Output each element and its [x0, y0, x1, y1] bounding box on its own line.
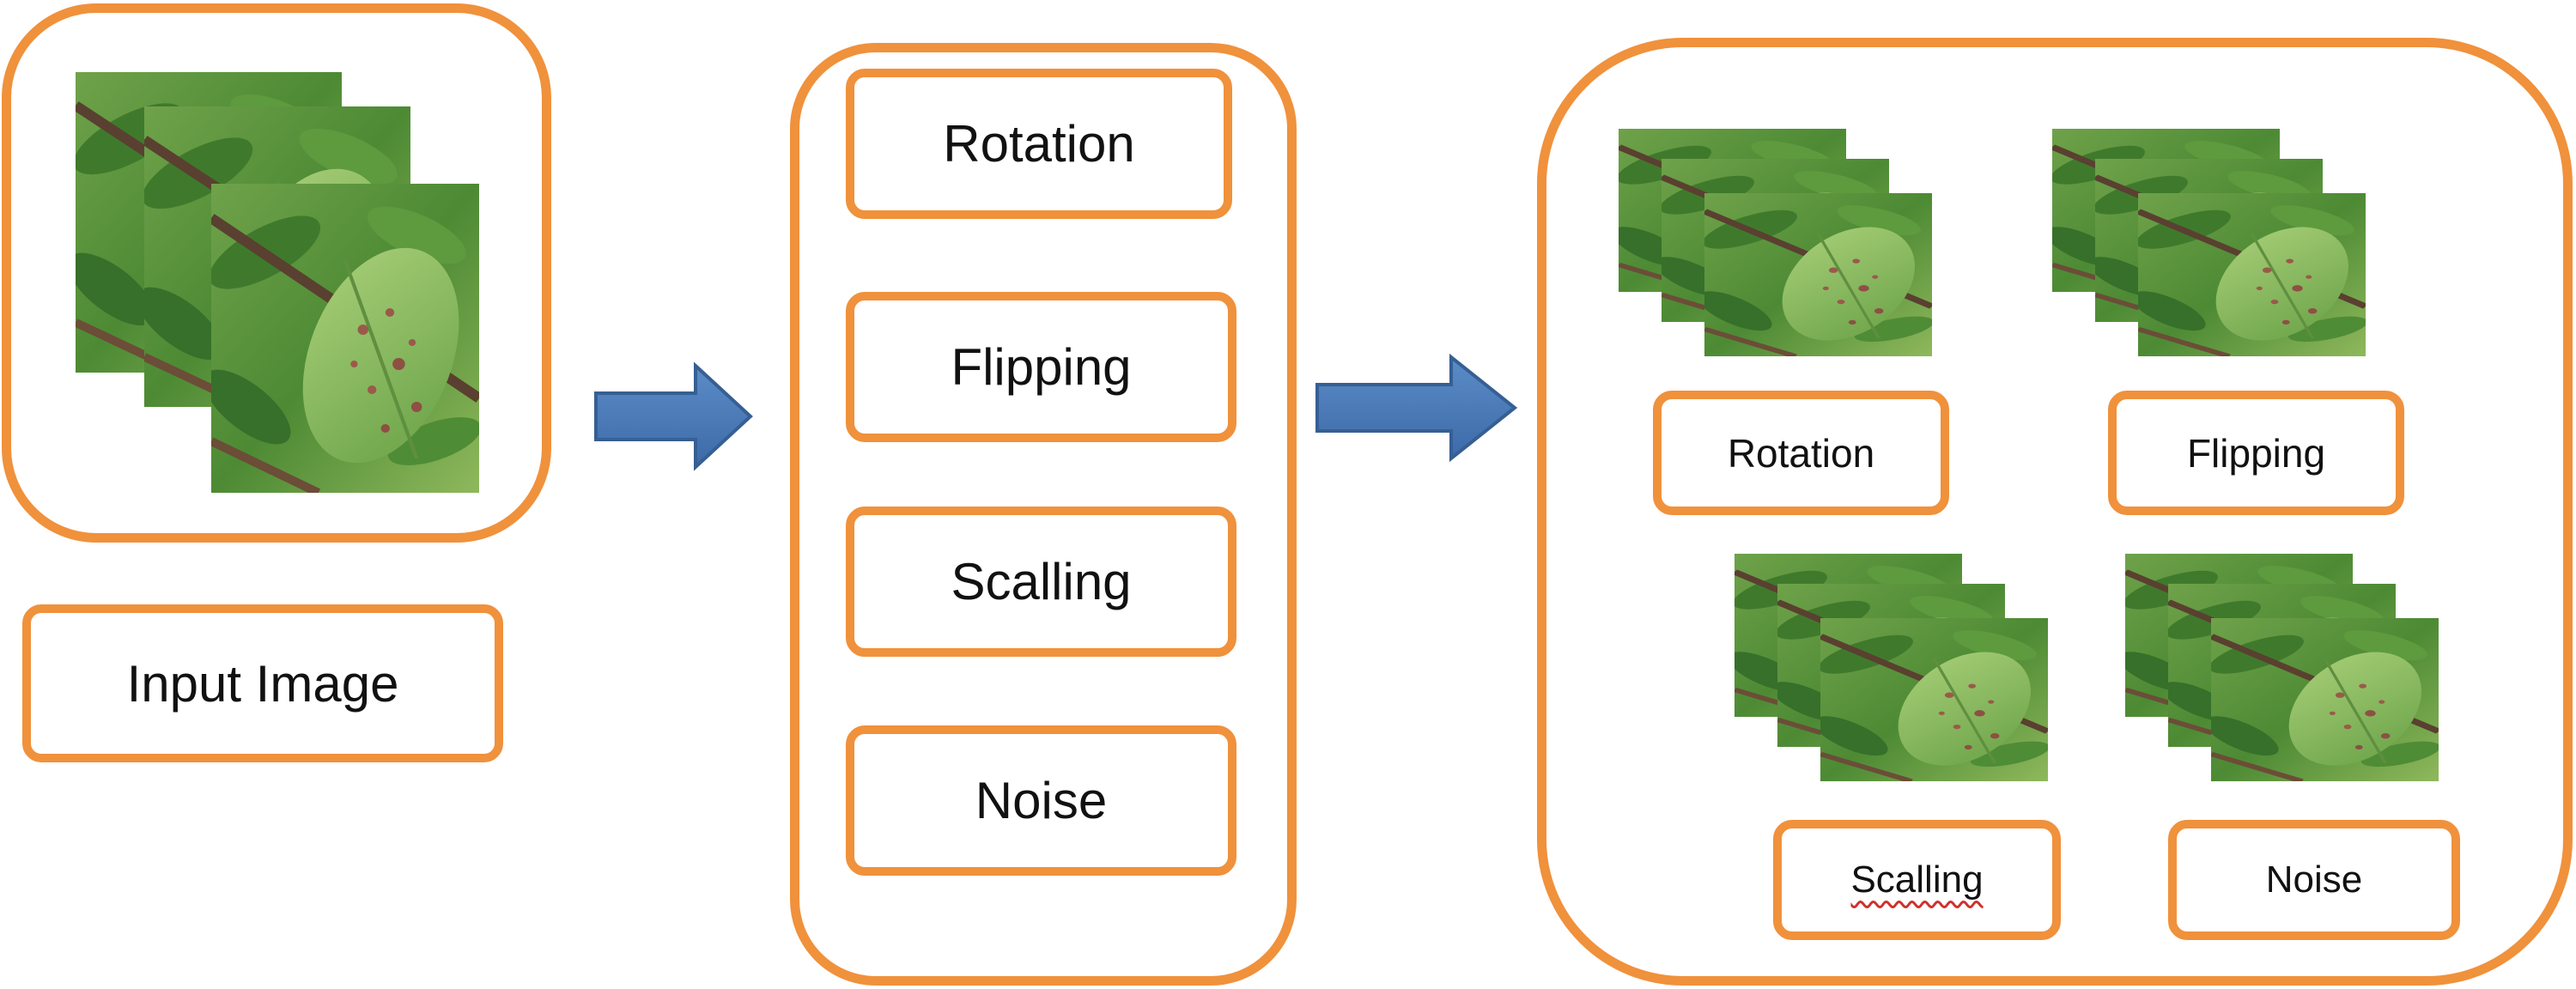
leaf-stack-icon	[2138, 193, 2366, 356]
method-rotation-box: Rotation	[846, 69, 1232, 219]
output-flipping-box: Flipping	[2108, 391, 2404, 515]
output-flipping-stack	[2052, 129, 2366, 356]
method-scalling-label: Scalling	[951, 553, 1132, 610]
output-scalling-label: Scalling	[1850, 859, 1984, 901]
input-image-stack	[76, 72, 479, 493]
method-noise-box: Noise	[846, 725, 1236, 876]
output-noise-stack	[2125, 554, 2439, 781]
output-rotation-stack	[1619, 129, 1932, 356]
output-noise-label: Noise	[2265, 859, 2363, 901]
leaf-stack-icon	[211, 184, 479, 493]
leaf-stack-icon	[1820, 618, 2048, 781]
output-noise-box: Noise	[2168, 820, 2460, 940]
output-flipping-label: Flipping	[2186, 430, 2326, 476]
method-scalling-box: Scalling	[846, 507, 1236, 657]
input-image-label-text: Input Image	[126, 654, 399, 713]
output-rotation-box: Rotation	[1653, 391, 1949, 515]
right-arrow-icon	[1315, 353, 1518, 463]
leaf-stack-icon	[1704, 193, 1932, 356]
output-scalling-stack	[1735, 554, 2048, 781]
method-rotation-label: Rotation	[943, 115, 1135, 173]
method-flipping-box: Flipping	[846, 292, 1236, 442]
output-scalling-box: Scalling	[1773, 820, 2061, 940]
method-flipping-label: Flipping	[951, 338, 1132, 396]
leaf-stack-icon	[2211, 618, 2439, 781]
method-noise-label: Noise	[975, 772, 1108, 829]
output-rotation-label: Rotation	[1727, 430, 1875, 476]
right-arrow-icon	[594, 361, 753, 471]
input-image-label: Input Image	[22, 604, 503, 762]
